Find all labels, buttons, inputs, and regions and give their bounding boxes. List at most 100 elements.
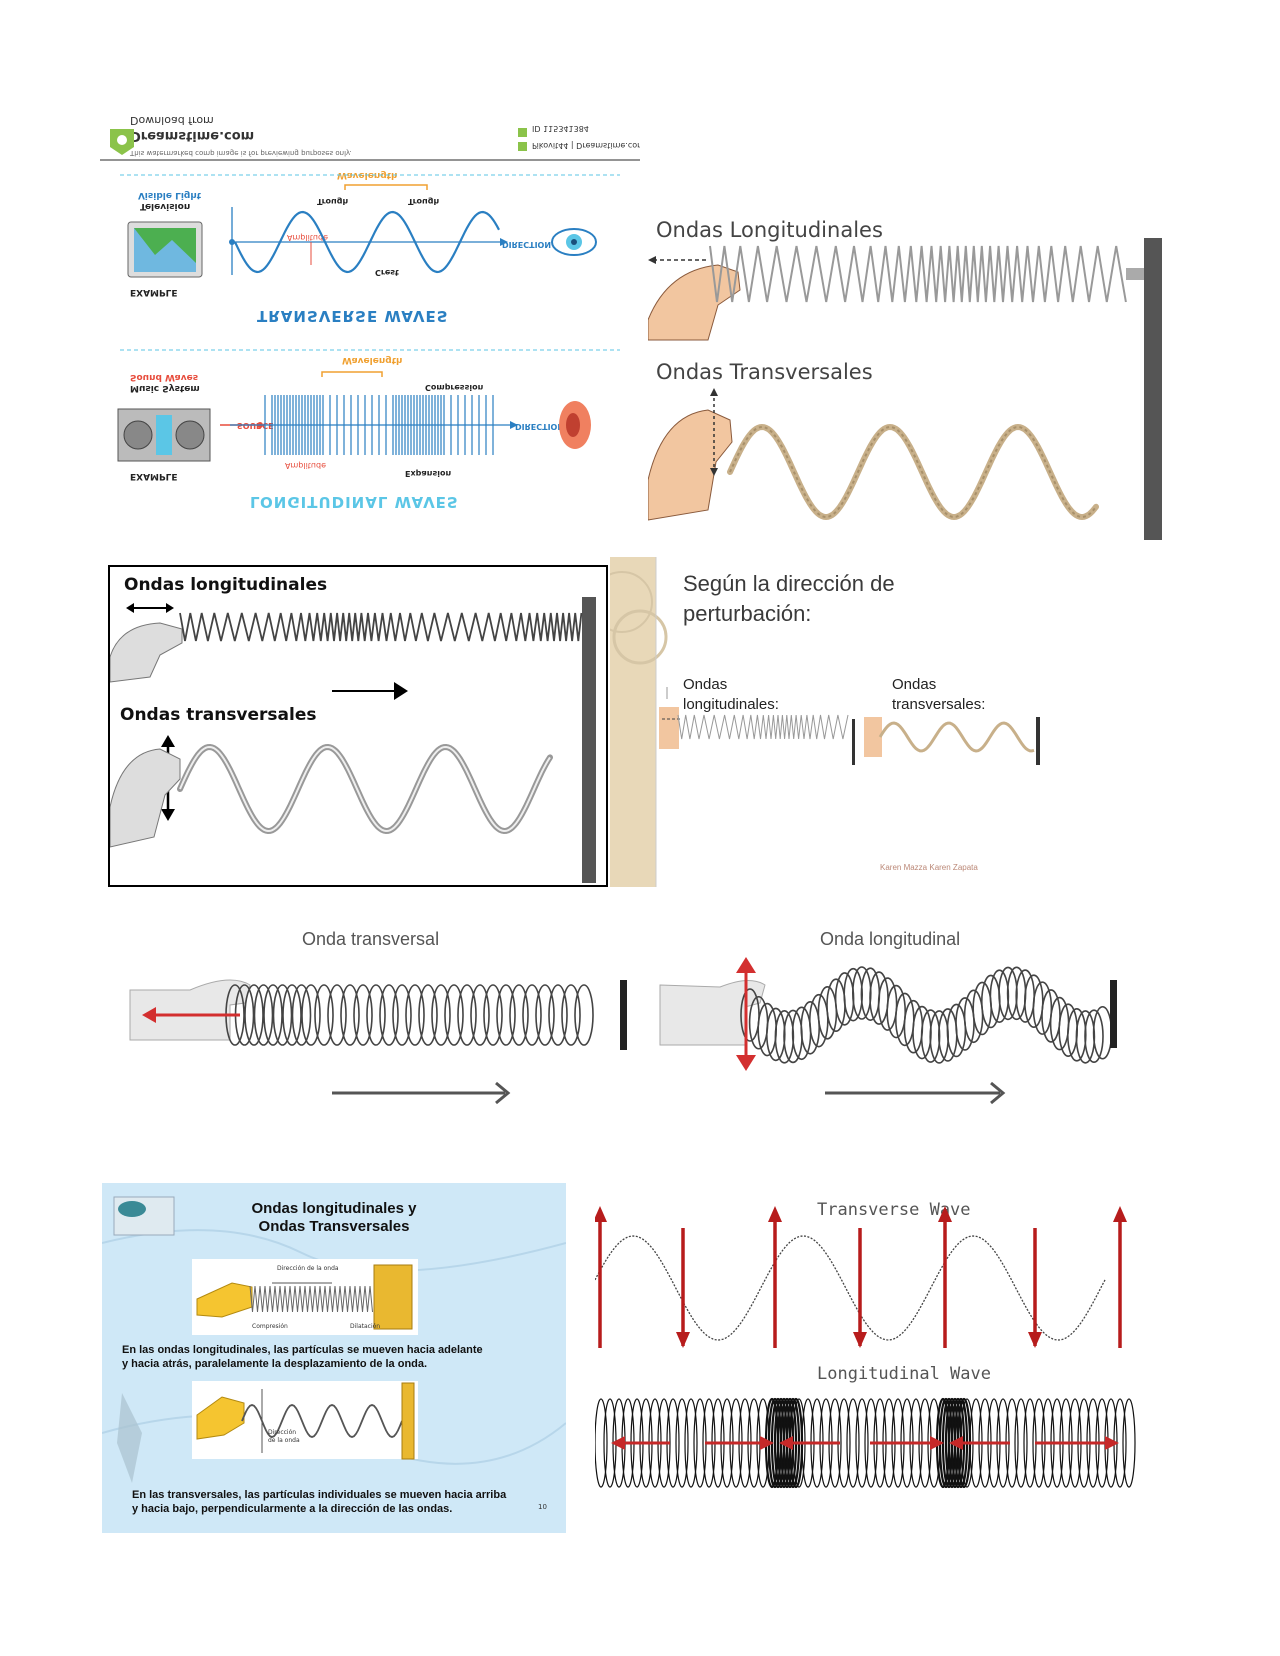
down-arrowhead (1028, 1332, 1042, 1348)
left-arrowhead (779, 1436, 793, 1450)
longitudinal-coil (1014, 1398, 1028, 1488)
panel4-credit: Karen Mazza Karen Zapata (880, 863, 978, 872)
up-arrowhead (1113, 1206, 1127, 1222)
panel5-right-title: Onda longitudinal (820, 929, 961, 949)
up-arrowhead (938, 1206, 952, 1222)
panel6-img1-top: Dirección de la onda (277, 1265, 339, 1272)
slinky-coil (392, 984, 412, 1046)
longitudinal-coil (684, 1398, 698, 1488)
panel4-heading-line2: perturbación: (683, 601, 812, 626)
panel7-graphics (595, 1206, 1136, 1489)
panel3-spring (179, 612, 583, 642)
longitudinal-coil (846, 1398, 860, 1488)
right-arrowhead (760, 1436, 774, 1450)
longitudinal-coil (675, 1398, 689, 1488)
panel4-graphics (610, 557, 1040, 887)
slinky-coil (1084, 1009, 1104, 1063)
panel4-trans-line2: transversales: (892, 696, 986, 713)
panel6-title-line2: Ondas Transversales (258, 1218, 410, 1235)
right-arrowhead (1105, 1436, 1119, 1450)
slinky-coil (379, 984, 399, 1046)
panel2-transverse-title: Ondas Transversales (656, 360, 873, 384)
panel4-heading-line1: Según la dirección de (683, 571, 895, 596)
slinky-coil (808, 993, 829, 1048)
slinky-coil (574, 984, 594, 1046)
panel6-para2-line2: y hacia bajo, perpendicularmente a la di… (132, 1503, 453, 1515)
slinky-coil (548, 984, 568, 1046)
panel6-spring (249, 1285, 373, 1313)
slinky-coil (886, 984, 907, 1039)
panel6-para1-line2: y hacia atrás, paralelamente la desplaza… (122, 1358, 428, 1370)
blue-slide-panel: Ondas longitudinales y Ondas Transversal… (102, 1183, 566, 1533)
slinky-coil (509, 984, 529, 1046)
down-arrowhead (853, 1332, 867, 1348)
slinky-coil (418, 984, 438, 1046)
panel3-graphics (110, 597, 596, 883)
slinky-coil (340, 984, 360, 1046)
left-arrowhead (611, 1436, 625, 1450)
transverse-longitudinal-arrows-panel: Transverse Wave Longitudinal Wave (595, 1198, 1170, 1518)
up-arrowhead (768, 1206, 782, 1222)
panel6-graphics (102, 1196, 566, 1483)
panel7-transverse-title: Transverse Wave (817, 1200, 971, 1220)
infographic-graphics (100, 128, 640, 462)
panel4-long-line1: Ondas (683, 676, 728, 693)
panel4-long-line2: longitudinales: (683, 696, 779, 713)
longitudinal-coil (1122, 1398, 1136, 1488)
slinky-coil (470, 984, 490, 1046)
slinky-coil (366, 984, 386, 1046)
panel7-longitudinal-title: Longitudinal Wave (817, 1364, 991, 1384)
transverse-wave-curve (234, 210, 500, 274)
slinky-coil (244, 984, 264, 1046)
slinky-coil (522, 984, 542, 1046)
bordered-wave-panel: Ondas longitudinales Ondas transversales (108, 565, 608, 887)
slinky-coil (1032, 981, 1053, 1035)
slinky-coil (301, 984, 321, 1046)
waves-infographic: Dreamstime.com Download from This waterm… (100, 105, 640, 525)
panel6-title-line1: Ondas longitudinales y (251, 1200, 417, 1217)
left-arrowhead (949, 1436, 963, 1450)
slinky-coil (800, 1000, 821, 1055)
slinky-coil (457, 984, 477, 1046)
longitudinal-coil (595, 1398, 608, 1488)
panel6-page-number: 10 (538, 1503, 547, 1511)
slinky-coil (353, 984, 373, 1046)
slinky-coil (877, 977, 898, 1031)
slinky-coil (561, 984, 581, 1046)
panel4-trans-line1: Ondas (892, 676, 937, 693)
slinky-coil (282, 984, 302, 1046)
spring-rope-panel: Ondas Longitudinales Ondas Transversales (648, 210, 1178, 540)
slinky-coil (431, 984, 451, 1046)
up-arrowhead (595, 1206, 607, 1222)
slinky-coil (483, 984, 503, 1046)
panel6-img2-label1: Dirección (268, 1429, 297, 1436)
panel3-longitudinal-title: Ondas longitudinales (124, 575, 328, 595)
slinky-coil (535, 984, 555, 1046)
slinky-coil (955, 997, 975, 1051)
slinky-coil (405, 984, 425, 1046)
panel6-img2-label2: de la onda (268, 1437, 300, 1444)
longitudinal-coil (855, 1398, 869, 1488)
slinky-wave-panel: Onda transversal Onda longitudinal (120, 925, 1180, 1135)
slinky-coil (444, 984, 464, 1046)
infographic-flipped-content: Dreamstime.com Download from This waterm… (100, 105, 640, 525)
down-arrowhead (676, 1332, 690, 1348)
panel2-graphics (648, 238, 1162, 540)
slide-direction-panel: Según la dirección de perturbación: Onda… (610, 557, 1050, 887)
panel3-transverse-title: Ondas transversales (120, 705, 317, 725)
right-arrowhead (930, 1436, 944, 1450)
longitudinal-spring (709, 245, 1127, 303)
slinky-coil (272, 984, 293, 1046)
slinky-coil (327, 984, 347, 1046)
panel6-para2-line1: En las transversales, las partículas ind… (132, 1489, 507, 1501)
panel6-img1-left: Compresión (252, 1323, 288, 1330)
slinky-coil (253, 984, 274, 1046)
panel5-graphics (129, 957, 1117, 1105)
panel2-longitudinal-title: Ondas Longitudinales (656, 218, 883, 242)
slinky-coil (314, 984, 334, 1046)
slinky-coil (263, 984, 283, 1046)
slinky-coil (291, 984, 312, 1046)
slinky-coil (496, 984, 516, 1046)
panel6-img1-right: Dilatación (350, 1323, 381, 1330)
panel5-left-title: Onda transversal (302, 929, 440, 949)
